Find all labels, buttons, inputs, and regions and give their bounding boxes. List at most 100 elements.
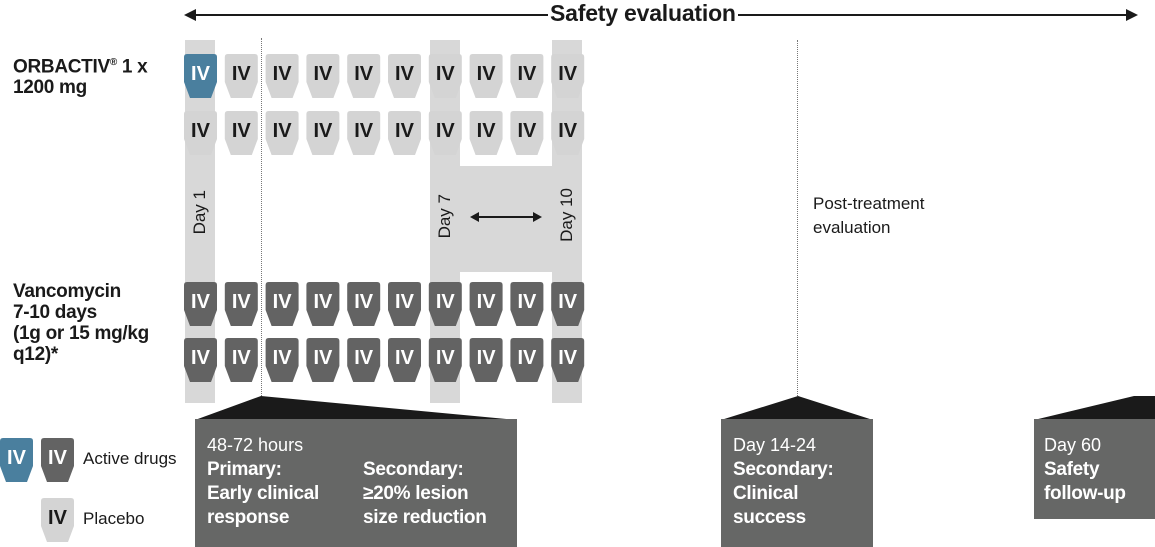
orbactiv-reg: ® [109,57,117,68]
day14-callout-pointer [721,396,873,420]
orbactiv-vial: IV [510,54,544,98]
vancomycin-vial: IV [347,282,381,326]
day7-10-arrow [470,212,542,222]
day14-callout: Day 14-24 Secondary: Clinical success [721,419,873,547]
vancomycin-vial: IV [469,338,503,382]
vancomycin-vial: IV [306,282,340,326]
orbactiv-vial: IV [224,111,258,155]
vancomycin-vial: IV [347,338,381,382]
vancomycin-vial: IV [184,338,217,382]
orbactiv-vial: IV [184,54,217,98]
orbactiv-dose: 1 x [121,56,148,78]
vanco-line3: (1g or 15 mg/kg [13,323,149,344]
vial-label: IV [48,507,68,529]
vial-label: IV [313,120,333,142]
vial-label: IV [232,120,252,142]
orbactiv-vial: IV [347,54,381,98]
day14-l1: Secondary: [733,459,834,480]
orbactiv-vial: IV [428,54,462,98]
vial-label: IV [313,291,333,313]
primary-l3: response [207,507,290,528]
hours-48-72-guide [261,38,262,398]
vial-label: IV [354,120,374,142]
early-callout-pointer [195,396,517,420]
day60-endpoint: Safety follow-up [1044,458,1126,506]
vial-label: IV [477,347,497,369]
day14-l2: Clinical [733,483,799,504]
vial-label: IV [232,291,252,313]
orbactiv-vial: IV [388,54,421,98]
vancomycin-vial: IV [306,338,340,382]
vial-label: IV [48,447,68,469]
vial-label: IV [517,63,537,85]
primary-l2: Early clinical [207,483,319,504]
vancomycin-vial: IV [388,338,421,382]
vial-label: IV [436,120,456,142]
vial-label: IV [191,347,211,369]
vancomycin-vial: IV [551,282,585,326]
day60-callout-pointer [1034,396,1155,420]
secondary-l3: size reduction [363,507,487,528]
vancomycin-vial: IV [510,338,544,382]
vial-label: IV [436,291,456,313]
vial-label: IV [558,63,578,85]
secondary-l1: Secondary: [363,459,464,480]
vancomycin-vial: IV [184,282,217,326]
vial-label: IV [558,347,578,369]
day14-l3: success [733,507,806,528]
orbactiv-vial: IV [265,54,299,98]
vial-label: IV [395,120,415,142]
vial-label: IV [273,347,293,369]
vial-label: IV [395,291,415,313]
legend-active-dark-vial: IV [41,438,74,482]
orbactiv-vial: IV [224,54,258,98]
vial-label: IV [273,291,293,313]
post-treatment-line1: Post-treatment [813,194,925,213]
post-treatment-line2: evaluation [813,218,891,237]
vial-label: IV [191,291,211,313]
vancomycin-vial: IV [265,338,299,382]
orbactiv-vial: IV [388,111,421,155]
vial-label: IV [191,120,211,142]
vancomycin-vial: IV [224,282,258,326]
vancomycin-vial: IV [265,282,299,326]
vial-label: IV [477,291,497,313]
vancomycin-vial: IV [428,338,462,382]
day60-l1: Safety [1044,459,1100,480]
vancomycin-vial: IV [388,282,421,326]
orbactiv-name: ORBACTIV [13,56,110,78]
day14-callout-time: Day 14-24 [733,435,817,455]
vancomycin-vial: IV [469,282,503,326]
vial-label: IV [558,120,578,142]
orbactiv-vial: IV [306,111,340,155]
vial-label: IV [273,120,293,142]
vancomycin-vial: IV [551,338,585,382]
vial-label: IV [436,63,456,85]
vial-label: IV [232,347,252,369]
primary-endpoint: Primary: Early clinical response [207,458,319,530]
vial-label: IV [558,291,578,313]
day60-callout-time: Day 60 [1044,435,1102,455]
vial-label: IV [313,63,333,85]
orbactiv-vial: IV [469,111,503,155]
legend-active-label: Active drugs [83,449,177,468]
vial-label: IV [354,63,374,85]
orbactiv-vial: IV [510,111,544,155]
vial-label: IV [354,291,374,313]
vial-label: IV [354,347,374,369]
vial-label: IV [191,63,211,85]
orbactiv-vial: IV [184,111,217,155]
vial-label: IV [395,63,415,85]
vial-label: IV [517,347,537,369]
secondary-l2: ≥20% lesion [363,483,469,504]
vanco-line2: 7-10 days [13,302,97,323]
vial-label: IV [313,347,333,369]
vial-label: IV [477,63,497,85]
vial-label: IV [517,120,537,142]
orbactiv-vial: IV [265,111,299,155]
vancomycin-label: Vancomycin 7-10 days (1g or 15 mg/kg q12… [13,281,149,365]
vial-label: IV [395,347,415,369]
day14-endpoint: Secondary: Clinical success [733,458,834,530]
legend-placebo-vial: IV [41,498,74,542]
